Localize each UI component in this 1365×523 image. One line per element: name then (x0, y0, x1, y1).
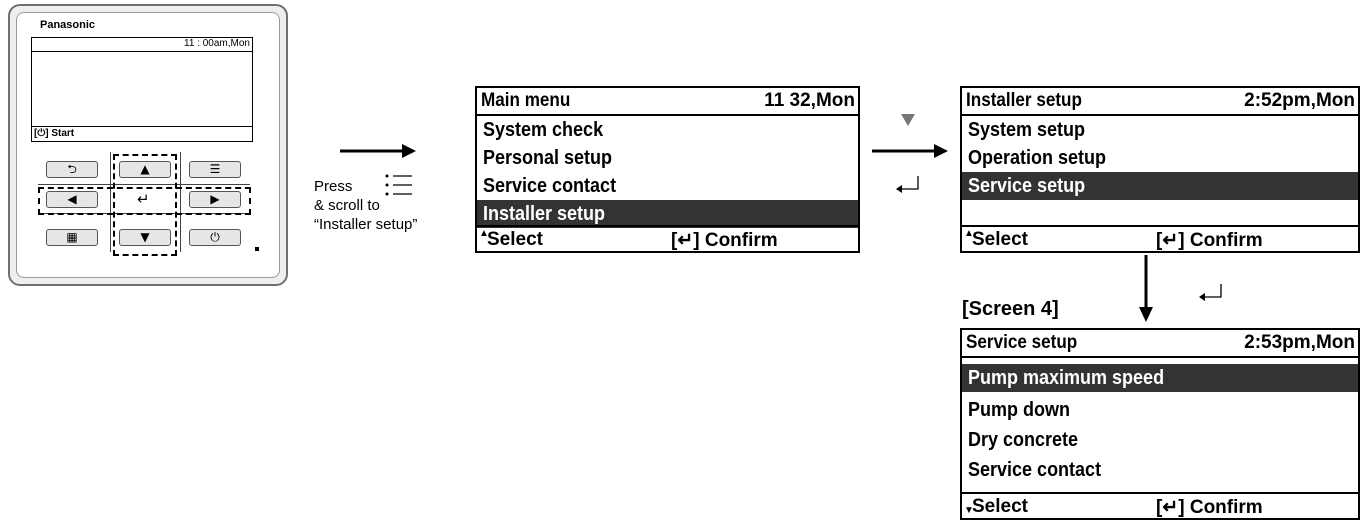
menu-item-dry-concrete[interactable]: Dry concrete (962, 426, 1358, 454)
power-button[interactable]: ⏻ (189, 229, 241, 246)
screen-time: 11 32,Mon (764, 90, 855, 111)
menu-item-label: Pump maximum speed (968, 367, 1165, 389)
arrow-1 (340, 144, 416, 158)
scroll-down-icon: ▼ (964, 505, 974, 516)
menu-item-label: System check (483, 119, 604, 141)
service-setup-screen: Service setup 2:53pm,Mon Pump maximum sp… (960, 328, 1360, 520)
instruction-line-1: Press (314, 178, 353, 195)
footer-confirm: [↵] Confirm (671, 230, 778, 251)
menu-item-label: System setup (968, 119, 1086, 141)
up-arrow-icon: ▲ (140, 162, 150, 176)
menu-button[interactable]: ☰ (189, 161, 241, 178)
menu-item-personal-setup[interactable]: Personal setup (477, 144, 858, 172)
menu-item-label: Pump down (968, 399, 1070, 421)
menu-item-pump-down[interactable]: Pump down (962, 396, 1358, 424)
left-arrow-icon: ◀ (67, 192, 77, 206)
down-triangle-icon (901, 114, 915, 126)
scroll-up-icon: ▲ (479, 228, 489, 239)
back-icon: ⮌ (67, 162, 77, 176)
arrow-3 (1139, 255, 1153, 322)
footer-select: Select (972, 496, 1028, 517)
enter-icon: ↵ (137, 190, 150, 208)
down-button[interactable]: ▼ (119, 229, 171, 246)
menu-item-operation-setup[interactable]: Operation setup (962, 144, 1358, 172)
screen-title: Service setup (966, 332, 1078, 353)
menu-item-label: Service setup (968, 175, 1086, 197)
up-down-highlight (113, 154, 177, 256)
scroll-up-icon: ▲ (964, 228, 974, 239)
installer-setup-screen: Installer setup 2:52pm,Mon System setup … (960, 86, 1360, 253)
screen-header: Main menu 11 32,Mon (477, 88, 858, 116)
screen-header: Service setup 2:53pm,Mon (962, 330, 1358, 358)
screen-footer: ▲ Select [↵] Confirm (962, 225, 1358, 251)
remote-divider (180, 152, 181, 252)
remote-display: 11 : 00am,Mon [⏻] Start (31, 37, 253, 142)
remote-display-time: 11 : 00am,Mon (184, 38, 250, 49)
remote-start-label: [⏻] Start (34, 128, 75, 139)
footer-select: Select (487, 229, 543, 250)
power-icon: ⏻ (210, 230, 220, 244)
left-right-highlight (38, 187, 251, 215)
up-button[interactable]: ▲ (119, 161, 171, 178)
footer-confirm: [↵] Confirm (1156, 497, 1263, 518)
screen-time: 2:53pm,Mon (1244, 332, 1355, 353)
main-menu-screen: Main menu 11 32,Mon System check Persona… (475, 86, 860, 253)
right-arrow-icon: ▶ (210, 192, 220, 206)
menu-item-label: Installer setup (483, 203, 606, 225)
menu-item-service-setup[interactable]: Service setup (962, 172, 1358, 200)
enter-button[interactable]: ↵ (137, 190, 150, 208)
menu-icon (385, 174, 412, 196)
instruction-text: Press & scroll to “Installer setup” (314, 177, 417, 234)
back-button[interactable]: ⮌ (46, 161, 98, 178)
grid-button[interactable]: ▦ (46, 229, 98, 246)
screen-time: 2:52pm,Mon (1244, 90, 1355, 111)
remote-display-footer: [⏻] Start (32, 126, 252, 141)
enter-icon (896, 176, 919, 193)
screen-title: Installer setup (966, 90, 1082, 111)
remote-divider (38, 184, 250, 185)
menu-item-pump-maximum-speed[interactable]: Pump maximum speed (962, 364, 1358, 392)
instruction-line-2: & scroll to (314, 197, 380, 214)
arrow-2 (872, 144, 948, 158)
menu-item-label: Personal setup (483, 147, 613, 169)
menu-item-service-contact[interactable]: Service contact (477, 172, 858, 200)
footer-select: Select (972, 229, 1028, 250)
left-button[interactable]: ◀ (46, 191, 98, 208)
indicator-dot (255, 247, 259, 251)
screen-header: Installer setup 2:52pm,Mon (962, 88, 1358, 116)
screen-footer: ▲ Select [↵] Confirm (477, 225, 858, 251)
menu-item-system-check[interactable]: System check (477, 116, 858, 144)
screen-title: Main menu (481, 90, 571, 111)
menu-item-installer-setup[interactable]: Installer setup (477, 200, 858, 228)
menu-item-label: Dry concrete (968, 429, 1079, 451)
grid-icon: ▦ (66, 230, 78, 244)
menu-item-label: Service contact (968, 459, 1102, 481)
right-button[interactable]: ▶ (189, 191, 241, 208)
screen-footer: ▼ Select [↵] Confirm (962, 492, 1358, 518)
menu-item-service-contact[interactable]: Service contact (962, 456, 1358, 484)
remote-divider (110, 152, 111, 252)
footer-confirm: [↵] Confirm (1156, 230, 1263, 251)
screen-4-label: [Screen 4] (962, 298, 1059, 320)
brand-logo: Panasonic (40, 19, 96, 31)
menu-item-system-setup[interactable]: System setup (962, 116, 1358, 144)
menu-item-label: Service contact (483, 175, 617, 197)
remote-display-header: 11 : 00am,Mon (32, 38, 252, 52)
instruction-line-3: “Installer setup” (314, 216, 418, 233)
enter-icon (1199, 284, 1222, 301)
menu-icon: ☰ (209, 162, 221, 176)
menu-item-label: Operation setup (968, 147, 1107, 169)
down-arrow-icon: ▼ (140, 230, 150, 244)
